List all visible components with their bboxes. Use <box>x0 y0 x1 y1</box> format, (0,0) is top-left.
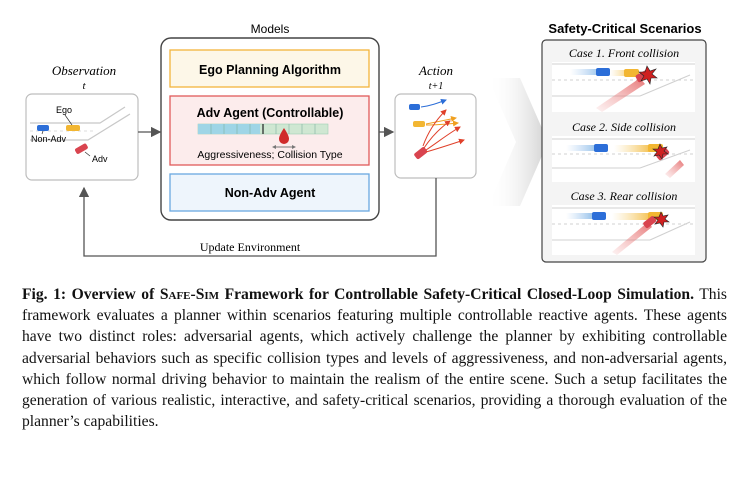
update-environment-label: Update Environment <box>200 240 301 254</box>
label-nonadv: Non-Adv <box>31 134 67 144</box>
action-adv-car <box>414 147 428 160</box>
caption-title-post: Framework for Controllable Safety-Critic… <box>224 286 694 303</box>
case3-scene <box>552 205 695 255</box>
non-adv-agent-label: Non-Adv Agent <box>225 186 316 200</box>
label-adv: Adv <box>92 154 108 164</box>
action-title: Action <box>418 63 453 78</box>
action-time: t+1 <box>429 81 444 92</box>
case1-scene <box>552 62 695 112</box>
update-loop-line <box>78 178 437 257</box>
case1-label: Case 1. Front collision <box>569 46 679 60</box>
observation-title: Observation <box>52 63 116 78</box>
adv-subtitle: Aggressiveness; Collision Type <box>197 149 342 161</box>
ego-planning-label: Ego Planning Algorithm <box>199 63 341 77</box>
big-chevron-arrow <box>488 78 548 206</box>
case2-label: Case 2. Side collision <box>572 120 676 134</box>
observation-panel <box>25 93 139 181</box>
action-ego-car <box>413 121 425 127</box>
observation-road <box>30 106 131 141</box>
adv-car <box>75 143 88 154</box>
ego-planning-box <box>169 49 370 88</box>
nonadv-car <box>37 125 49 131</box>
ego-car <box>66 125 80 131</box>
non-adv-agent-box <box>169 173 370 212</box>
caption-title-pre: Overview of <box>71 286 155 303</box>
label-ego: Ego <box>56 105 72 115</box>
control-slider <box>197 123 329 135</box>
case2-scene <box>552 136 695 182</box>
adv-agent-label: Adv Agent (Controllable) <box>197 106 344 120</box>
framework-figure: Observation t Ego Non-Adv Adv Models Ego… <box>25 21 707 263</box>
caption-body: This framework evaluates a planner withi… <box>22 286 728 431</box>
scenarios-title: Safety-Critical Scenarios <box>548 21 701 36</box>
ego-pointer <box>64 114 73 126</box>
observation-time: t <box>82 80 86 92</box>
action-nonadv-car <box>409 104 420 110</box>
slider-double-arrow-icon <box>272 145 296 149</box>
figure-caption: Fig. 1: Overview of Safe-Sim Framework f… <box>22 284 727 432</box>
caption-fig-label: Fig. 1: <box>22 286 67 303</box>
case3-label: Case 3. Rear collision <box>571 189 678 203</box>
models-title: Models <box>251 22 290 36</box>
slider-drop-icon <box>279 128 289 144</box>
action-panel <box>394 93 477 179</box>
adv-pointer <box>84 151 91 157</box>
nonadv-pointer <box>41 130 44 135</box>
caption-title-name: Safe-Sim <box>159 286 220 303</box>
